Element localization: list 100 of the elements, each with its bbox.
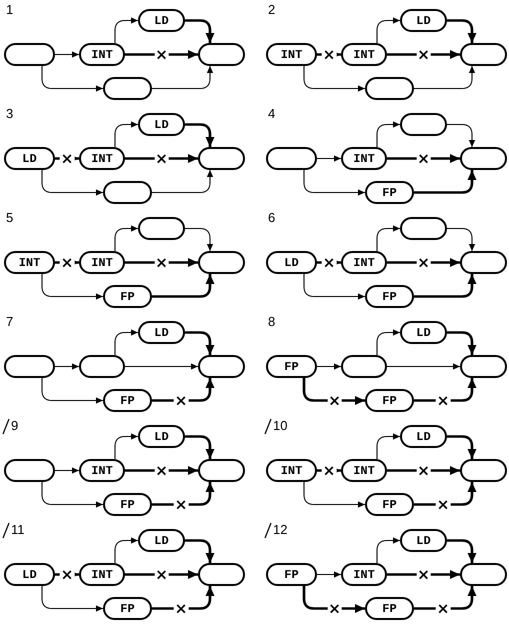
arrow <box>54 467 80 474</box>
rounded-box <box>103 493 152 516</box>
node-label: LD <box>416 14 431 28</box>
rounded-box <box>198 251 245 274</box>
arrow <box>185 331 214 355</box>
rounded-box <box>79 355 125 378</box>
panel-number: 2 <box>268 3 276 16</box>
edge-label: × <box>416 568 431 582</box>
rounded-box <box>365 493 414 516</box>
rounded-box <box>4 251 55 274</box>
arrow <box>447 331 476 355</box>
panel-number: 9 <box>11 419 18 432</box>
edge-label: × <box>327 602 342 616</box>
node-label: FP <box>382 290 397 304</box>
rounded-box <box>4 147 55 170</box>
node-label: FP <box>382 394 397 408</box>
edge-label: × <box>322 256 336 270</box>
panel-number: 1 <box>6 3 14 16</box>
edge-label: × <box>154 48 169 62</box>
arrow <box>152 66 214 89</box>
edge-label: × <box>154 152 169 166</box>
panel-number: 11 <box>11 523 24 536</box>
node-label: INT <box>18 256 40 270</box>
node-label: INT <box>280 48 302 62</box>
rounded-box <box>341 355 387 378</box>
rounded-box <box>103 77 152 100</box>
arrow <box>125 154 198 163</box>
node-label: LD <box>284 256 299 270</box>
panel-number: 5 <box>6 211 14 224</box>
panel-number: 10 <box>273 419 288 432</box>
rounded-box <box>4 43 55 66</box>
node-label: LD <box>416 326 431 340</box>
edge-label: × <box>436 602 450 616</box>
edge-label: × <box>154 464 169 478</box>
node-label: LD <box>22 568 37 582</box>
arrow <box>376 121 400 148</box>
rounded-box <box>341 563 387 586</box>
arrow <box>376 433 400 460</box>
arrow <box>125 570 198 579</box>
rounded-box <box>79 563 125 586</box>
rounded-box <box>79 43 125 66</box>
rounded-box <box>79 459 125 482</box>
arrow <box>152 274 214 298</box>
rounded-box <box>460 43 507 66</box>
rounded-box <box>365 181 414 204</box>
rounded-box <box>266 251 317 274</box>
rounded-box <box>198 147 245 170</box>
arrow <box>386 363 460 370</box>
rounded-box <box>103 285 152 308</box>
arrow <box>414 274 476 298</box>
edge-label: × <box>436 498 450 512</box>
arrow <box>114 537 138 564</box>
arrow <box>387 466 460 475</box>
arrow <box>185 435 214 459</box>
arrow <box>114 225 138 252</box>
arrow <box>316 571 342 578</box>
panel-number: 7 <box>6 315 14 328</box>
node-label: INT <box>91 256 113 270</box>
node-label: FP <box>120 498 135 512</box>
node-label: LD <box>154 118 169 132</box>
rounded-box <box>79 147 125 170</box>
edge-label: × <box>416 256 431 270</box>
node-label: INT <box>353 48 375 62</box>
arrow <box>125 50 198 59</box>
node-label: LD <box>154 430 169 444</box>
arrow <box>185 123 214 147</box>
arrow <box>414 586 476 610</box>
arrow <box>152 482 214 506</box>
arrow <box>414 482 476 506</box>
rounded-box <box>341 251 387 274</box>
arrow <box>446 124 476 148</box>
arrow <box>387 258 460 267</box>
arrow <box>414 66 476 89</box>
rounded-box <box>460 563 507 586</box>
arrow <box>316 155 342 162</box>
edge-label: × <box>174 394 188 408</box>
arrow <box>185 539 214 563</box>
arrow <box>185 19 214 43</box>
node-label: FP <box>382 602 397 616</box>
panel-number: 6 <box>268 211 276 224</box>
rounded-box <box>460 251 507 274</box>
node-label: INT <box>353 152 375 166</box>
edge-label: × <box>154 256 169 270</box>
arrow <box>414 170 476 194</box>
rounded-box <box>138 9 185 32</box>
panel-number: 4 <box>268 107 276 120</box>
node-label: INT <box>91 48 113 62</box>
node-label: FP <box>284 568 299 582</box>
rounded-box <box>365 77 414 100</box>
arrow <box>447 539 476 563</box>
arrow <box>152 378 214 402</box>
rounded-box <box>266 355 317 378</box>
rounded-box <box>198 43 245 66</box>
node-label: FP <box>120 602 135 616</box>
rounded-box <box>266 43 317 66</box>
arrow <box>184 228 214 252</box>
arrow <box>447 435 476 459</box>
edge-label: × <box>60 568 74 582</box>
arrow <box>376 329 400 356</box>
arrow <box>447 19 476 43</box>
